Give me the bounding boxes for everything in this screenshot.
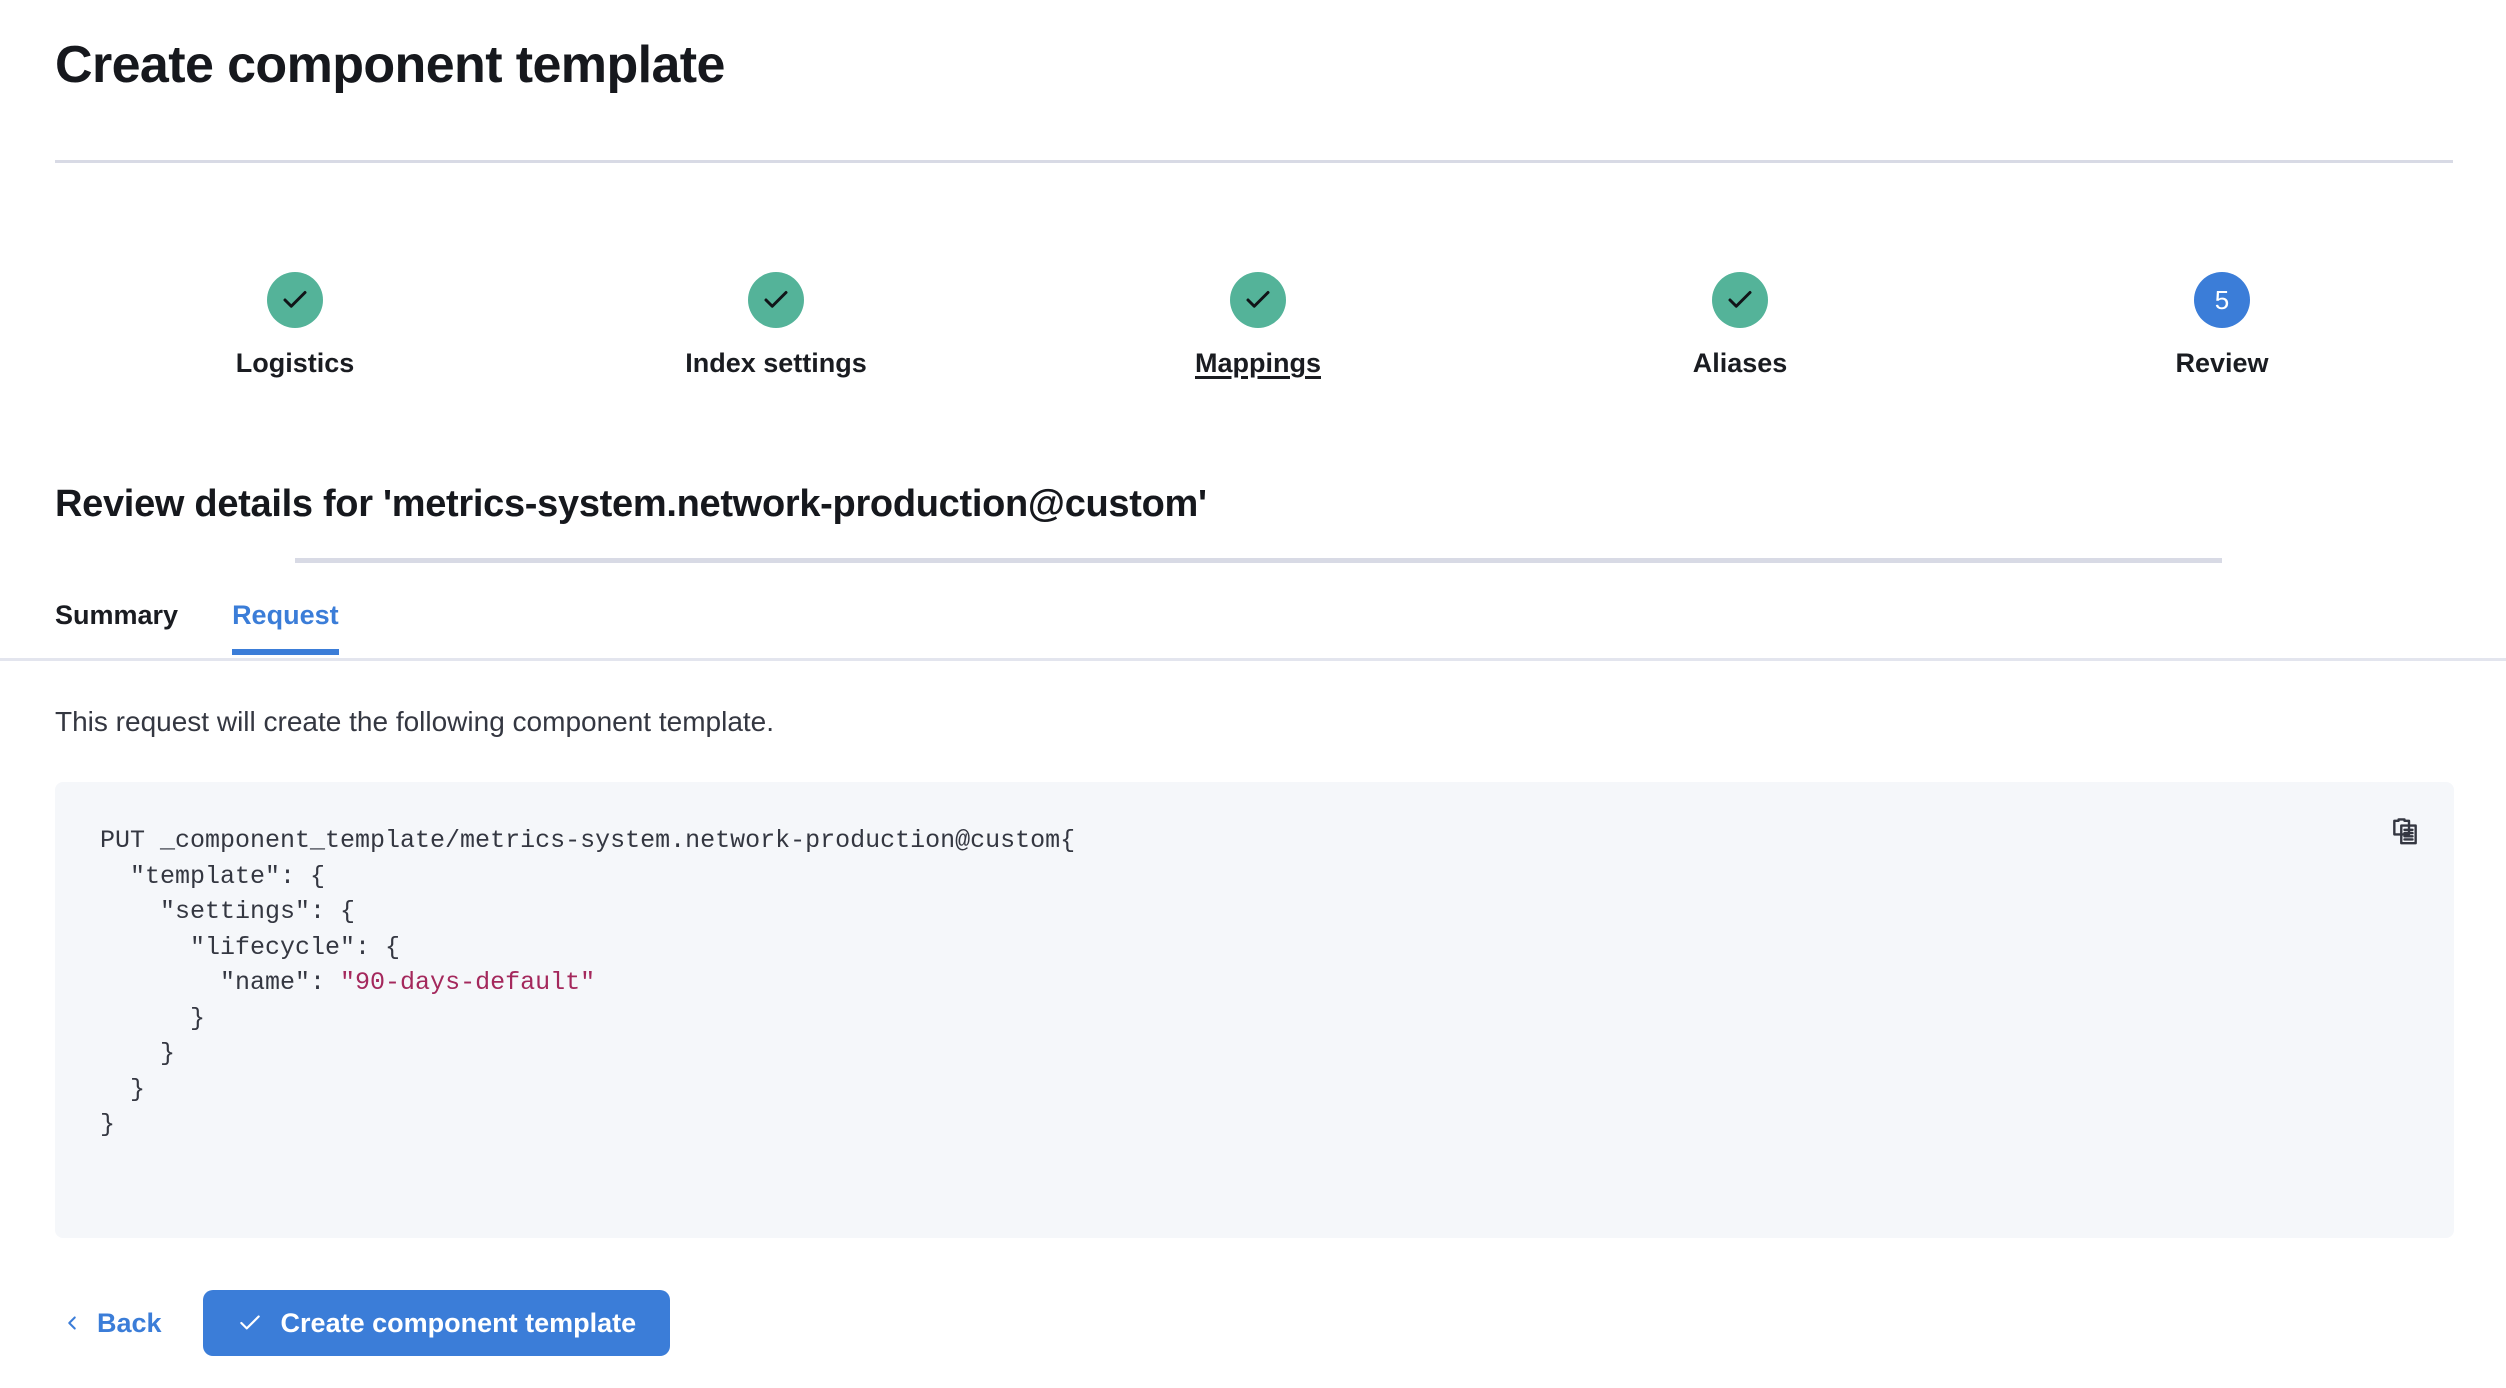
request-method-line: PUT _component_template/metrics-system.n…	[100, 826, 1061, 855]
request-string-value: "90-days-default"	[340, 968, 596, 997]
step-status-circle	[1712, 272, 1768, 328]
step-label: Aliases	[1692, 348, 1788, 378]
chevron-left-icon	[61, 1312, 83, 1334]
step-status-circle	[1230, 272, 1286, 328]
wizard-footer-actions: Back Create component template	[55, 1290, 671, 1356]
review-tabs: Summary Request	[55, 600, 393, 662]
request-description: This request will create the following c…	[55, 706, 775, 737]
request-code-text: PUT _component_template/metrics-system.n…	[100, 823, 1075, 1143]
copy-clipboard-icon	[2389, 816, 2421, 853]
check-icon	[237, 1310, 263, 1336]
stepper-connector-line	[295, 558, 2222, 563]
step-number: 5	[2214, 285, 2230, 315]
wizard-stepper: Logistics Index settings Mappings	[0, 260, 2506, 563]
step-review[interactable]: 5 Review	[2062, 260, 2382, 379]
back-button[interactable]: Back	[55, 1300, 168, 1347]
step-label: Logistics	[235, 348, 355, 378]
page-title: Create component template	[55, 36, 725, 94]
step-index-settings[interactable]: Index settings	[616, 260, 936, 379]
tabs-divider	[0, 658, 2506, 661]
check-icon	[1725, 285, 1755, 315]
request-body-after: } } } }	[100, 1003, 206, 1139]
step-status-circle: 5	[2194, 272, 2250, 328]
check-icon	[280, 285, 310, 315]
step-status-circle	[267, 272, 323, 328]
tab-summary[interactable]: Summary	[55, 600, 179, 630]
create-component-template-button-label: Create component template	[280, 1307, 637, 1338]
check-icon	[761, 285, 791, 315]
copy-to-clipboard-button[interactable]	[2383, 812, 2427, 856]
request-body-before: { "template": { "settings": { "lifecycle…	[130, 826, 1076, 997]
step-mappings[interactable]: Mappings	[1098, 260, 1418, 379]
title-divider	[55, 160, 2453, 163]
check-icon	[1243, 285, 1273, 315]
create-component-template-button[interactable]: Create component template	[202, 1290, 671, 1356]
tab-request[interactable]: Request	[232, 600, 339, 655]
step-aliases[interactable]: Aliases	[1580, 260, 1900, 379]
step-logistics[interactable]: Logistics	[135, 260, 455, 379]
step-label[interactable]: Mappings	[1195, 348, 1321, 378]
review-heading: Review details for 'metrics-system.netwo…	[55, 483, 1207, 525]
request-code-block: PUT _component_template/metrics-system.n…	[55, 782, 2454, 1238]
back-button-label: Back	[97, 1307, 162, 1338]
step-status-circle	[748, 272, 804, 328]
step-label: Review	[2175, 348, 2269, 378]
step-label: Index settings	[685, 348, 867, 378]
